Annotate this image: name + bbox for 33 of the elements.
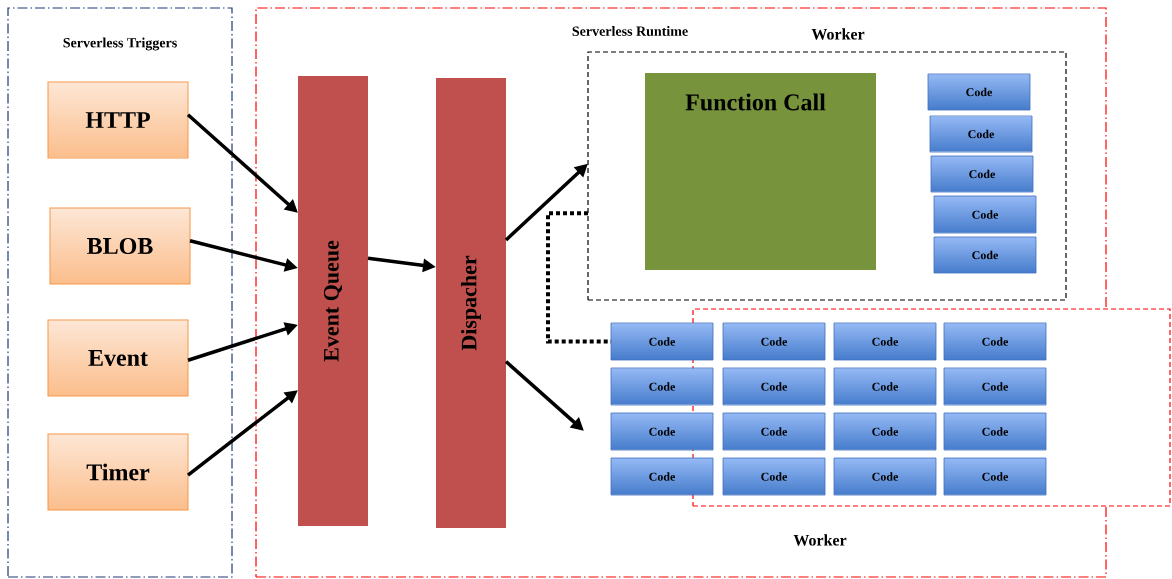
code-box: Code [833, 322, 937, 361]
code-box: Code [610, 457, 714, 496]
code-box: Code [722, 322, 826, 361]
group-title: Worker [811, 28, 865, 40]
code-box: Code [722, 367, 826, 406]
code-box: Code [610, 412, 714, 451]
code-box: Code [943, 457, 1047, 496]
code-box: Code [722, 457, 826, 496]
code-box: Code [722, 412, 826, 451]
code-box: Code [610, 367, 714, 406]
trigger-box: Event [47, 319, 189, 397]
code-box: Code [833, 457, 937, 496]
code-box: Code [943, 412, 1047, 451]
code-box: Code [929, 115, 1033, 153]
code-box: Code [943, 322, 1047, 361]
function-box: Function Call [645, 73, 876, 270]
code-box: Code [833, 367, 937, 406]
trigger-box: BLOB [49, 207, 191, 285]
code-box: Code [933, 195, 1037, 234]
trigger-box: Timer [47, 433, 189, 511]
group-title: Serverless Runtime [572, 26, 688, 36]
code-box: Code [833, 412, 937, 451]
code-box: Code [610, 322, 714, 361]
trigger-box: HTTP [47, 81, 189, 159]
group-title: Serverless Triggers [63, 37, 177, 51]
worker-label: Worker [793, 534, 847, 546]
connector [546, 211, 611, 344]
code-box: Code [927, 73, 1031, 111]
code-box: Code [930, 155, 1034, 193]
queue-bar: Event Queue [298, 76, 368, 526]
code-box: Code [933, 236, 1037, 274]
code-box: Code [943, 367, 1047, 406]
dispatcher-bar: Dispacher [436, 78, 506, 528]
